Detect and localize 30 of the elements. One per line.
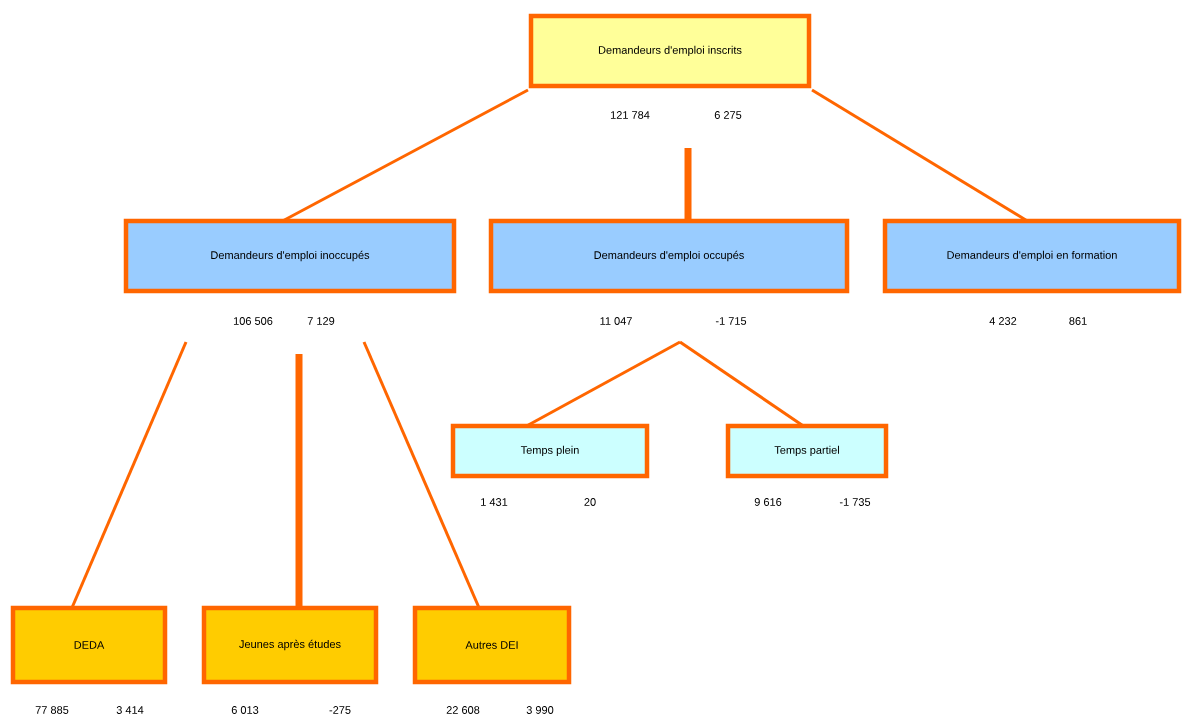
value-label: 3 990 bbox=[526, 706, 554, 714]
value-label: 4 232 bbox=[989, 317, 1017, 325]
box: Temps partiel bbox=[725, 423, 889, 479]
value-label: 121 784 bbox=[610, 111, 650, 119]
box: Demandeurs d'emploi inscrits bbox=[528, 13, 812, 89]
box: Jeunes après études bbox=[201, 605, 379, 685]
value-label: 7 129 bbox=[307, 317, 335, 325]
connector-line bbox=[70, 341, 188, 609]
box: Temps plein bbox=[450, 423, 650, 479]
box: Demandeurs d'emploi inoccupés bbox=[123, 218, 457, 294]
box: Demandeurs d'emploi occupés bbox=[488, 218, 850, 294]
value-label: -1 735 bbox=[839, 498, 871, 506]
value-label: 6 013 bbox=[231, 706, 259, 714]
connector-line bbox=[362, 341, 481, 609]
box: Autres DEI bbox=[412, 605, 572, 685]
box: DEDA bbox=[10, 605, 168, 685]
value-label: 1 431 bbox=[481, 498, 508, 506]
value-label: 22 608 bbox=[446, 706, 480, 714]
value-label: 9 616 bbox=[754, 498, 782, 506]
value-label: 77 885 bbox=[35, 706, 69, 714]
value-label: 11 047 bbox=[600, 317, 632, 325]
value-label: 20 bbox=[584, 498, 596, 506]
value-label: 106 506 bbox=[233, 317, 273, 325]
value-label: -275 bbox=[329, 706, 351, 714]
value-label: -1 715 bbox=[715, 317, 747, 325]
value-label: 6 275 bbox=[714, 111, 742, 119]
value-label: 861 bbox=[1069, 317, 1087, 325]
value-label: 3 414 bbox=[116, 706, 144, 714]
box: Demandeurs d'emploi en formation bbox=[882, 218, 1182, 294]
connector-line bbox=[679, 340, 804, 427]
